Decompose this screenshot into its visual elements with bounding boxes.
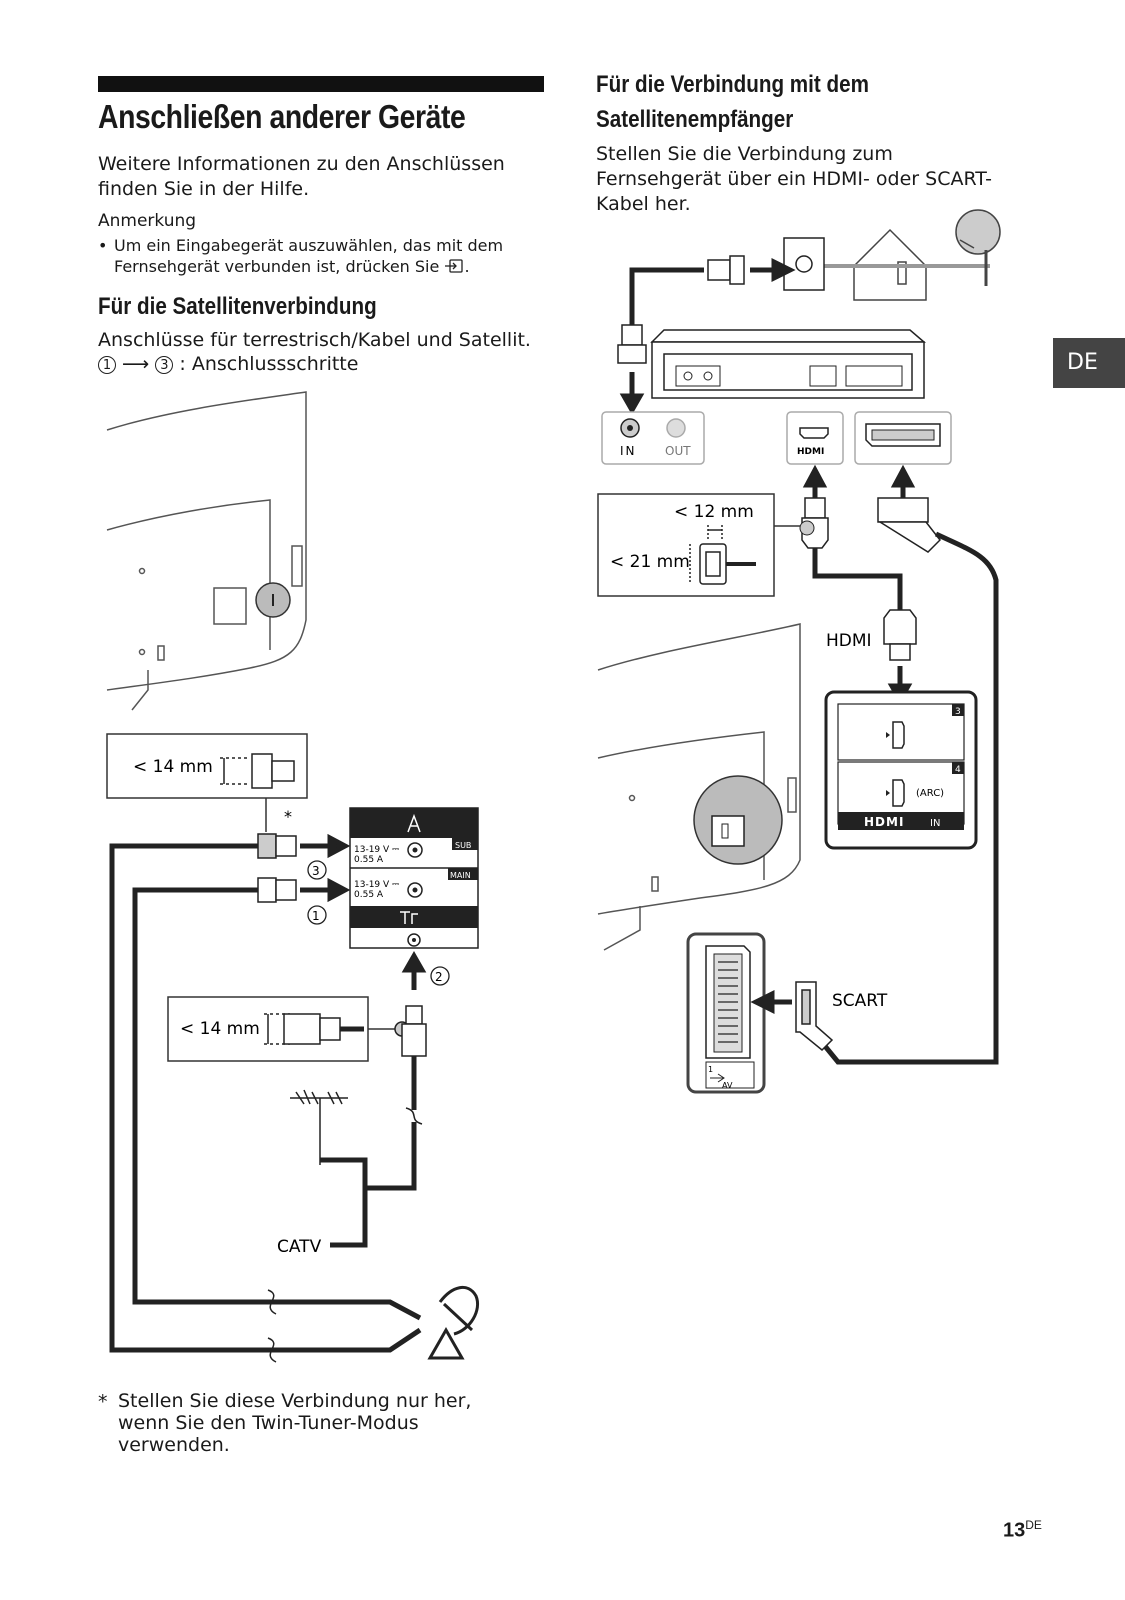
page-number-value: 13 (1003, 1519, 1026, 1542)
connector-dimension-icon (220, 753, 295, 789)
language-tab: DE (1053, 338, 1125, 388)
arrow-up-icon (802, 464, 828, 505)
arrow-right-icon (300, 877, 351, 903)
receiver-connection-diagram: IN OUT HDMI < 12 mm < 21 mm HDMI (597, 209, 1001, 1094)
hdmi-in-logo: HDMI (864, 815, 904, 829)
tv-back-illustration (106, 391, 307, 711)
note-end: . (464, 257, 470, 276)
spec-sub-1: 13-19 V ⎓ (354, 845, 399, 855)
hdmi-cable (812, 548, 903, 610)
antenna-icon (400, 911, 418, 924)
arrow-left-icon (750, 989, 792, 1015)
page-number: 13DE (1003, 1518, 1042, 1543)
satellite-receiver-illustration (650, 329, 927, 399)
note-text: Um ein Eingabegerät auszuwählen, das mit… (114, 236, 504, 276)
plug-dimension-icon (264, 1013, 364, 1045)
steps-line: 1 ⟶ 3 : Anschlussschritte (98, 352, 358, 377)
footnote-mark: * (98, 1391, 108, 1413)
tuner-port-panel: SUB 13-19 V ⎓ 0.55 A MAIN 13-19 V ⎓ 0.55… (349, 807, 479, 949)
arrow-up-icon (401, 950, 427, 990)
av-label: AV (722, 1081, 733, 1090)
in-label: IN (620, 444, 637, 458)
catv-label: CATV (277, 1237, 322, 1257)
section-text-receiver: Stellen Sie die Verbindung zum Fernsehge… (596, 143, 993, 215)
scart-cable (818, 531, 999, 1065)
step-from: 1 (98, 355, 116, 374)
hdmi-label: HDMI (826, 631, 872, 651)
note-item: Um ein Eingabegerät auszuwählen, das mit… (114, 235, 534, 277)
dim-height-label: < 21 mm (610, 552, 690, 572)
step-2-label: 2 (435, 970, 443, 984)
coax-plug (617, 255, 745, 364)
terrestrial-antenna-icon (290, 1089, 348, 1165)
step-1-label: 1 (312, 909, 320, 923)
main-label: MAIN (450, 871, 471, 880)
arrow-right-icon: ⟶ (122, 353, 150, 375)
hdmi-in-label: IN (930, 818, 940, 829)
section-title-receiver-1: Für die Verbindung mit dem (596, 71, 869, 98)
tv-back-illustration (597, 623, 801, 951)
hdmi-port-3 (892, 721, 905, 749)
cable-connectors (257, 833, 297, 903)
asterisk-mark: * (284, 807, 292, 826)
page-title: Anschließen anderer Geräte (98, 98, 466, 135)
title-rule (98, 76, 544, 92)
dim-label-1: < 14 mm (133, 757, 213, 777)
hdmi-plug-dimension-icon (689, 525, 756, 585)
note-title: Anmerkung (98, 211, 197, 231)
page-number-suffix: DE (1025, 1518, 1042, 1532)
arrow-down-icon (619, 372, 645, 416)
note-bullet: • (98, 236, 108, 255)
scart-pins (718, 961, 738, 1043)
spec-main-1: 13-19 V ⎓ (354, 880, 399, 890)
hdmi-plug-bottom (883, 609, 917, 661)
satellite-cables (109, 843, 422, 1353)
arrow-up-icon (890, 464, 916, 505)
arc-label: (ARC) (916, 788, 944, 799)
sub-label: SUB (455, 841, 471, 850)
port-3-label: 3 (955, 707, 961, 717)
spec-main-2: 0.55 A (354, 890, 384, 900)
satellite-icon (407, 813, 421, 833)
house-dish-illustration (820, 209, 1001, 301)
input-icon (444, 257, 464, 273)
hdmi-port-4 (892, 779, 905, 807)
spec-sub-2: 0.55 A (354, 855, 384, 865)
dim-label-2: < 14 mm (180, 1019, 260, 1039)
footnote-text: Stellen Sie diese Verbindung nur her, we… (118, 1390, 472, 1456)
section-title-satellite: Für die Satellitenverbindung (98, 293, 377, 320)
intro-text: Weitere Informationen zu den Anschlüssen… (98, 153, 505, 200)
hdmi-logo: HDMI (797, 447, 824, 457)
arrow-right-icon (300, 833, 351, 859)
scart-label: SCART (832, 991, 888, 1011)
satellite-dish-icon (427, 1286, 479, 1360)
steps-text: : Anschlussschritte (179, 353, 359, 375)
scart-plug-top (877, 497, 941, 553)
antenna-plug (401, 1005, 427, 1057)
dim-width-label: < 12 mm (674, 502, 754, 522)
step-3-label: 3 (312, 864, 320, 878)
scart-plug-bottom (795, 981, 834, 1052)
out-label: OUT (665, 444, 691, 458)
step-to: 3 (155, 355, 174, 374)
antenna-cable (330, 1056, 417, 1248)
section-title-receiver-2: Satellitenempfänger (596, 106, 794, 133)
av-number: 1 (708, 1065, 713, 1074)
port-4-label: 4 (955, 765, 961, 775)
av-input-icon (710, 1073, 725, 1083)
arrow-right-icon (750, 257, 796, 283)
satellite-connection-diagram: < 14 mm * 3 1 2 SUB 13-19 V ⎓ 0.55 A (106, 391, 479, 1363)
section-text-satellite: Anschlüsse für terrestrisch/Kabel und Sa… (98, 329, 531, 351)
